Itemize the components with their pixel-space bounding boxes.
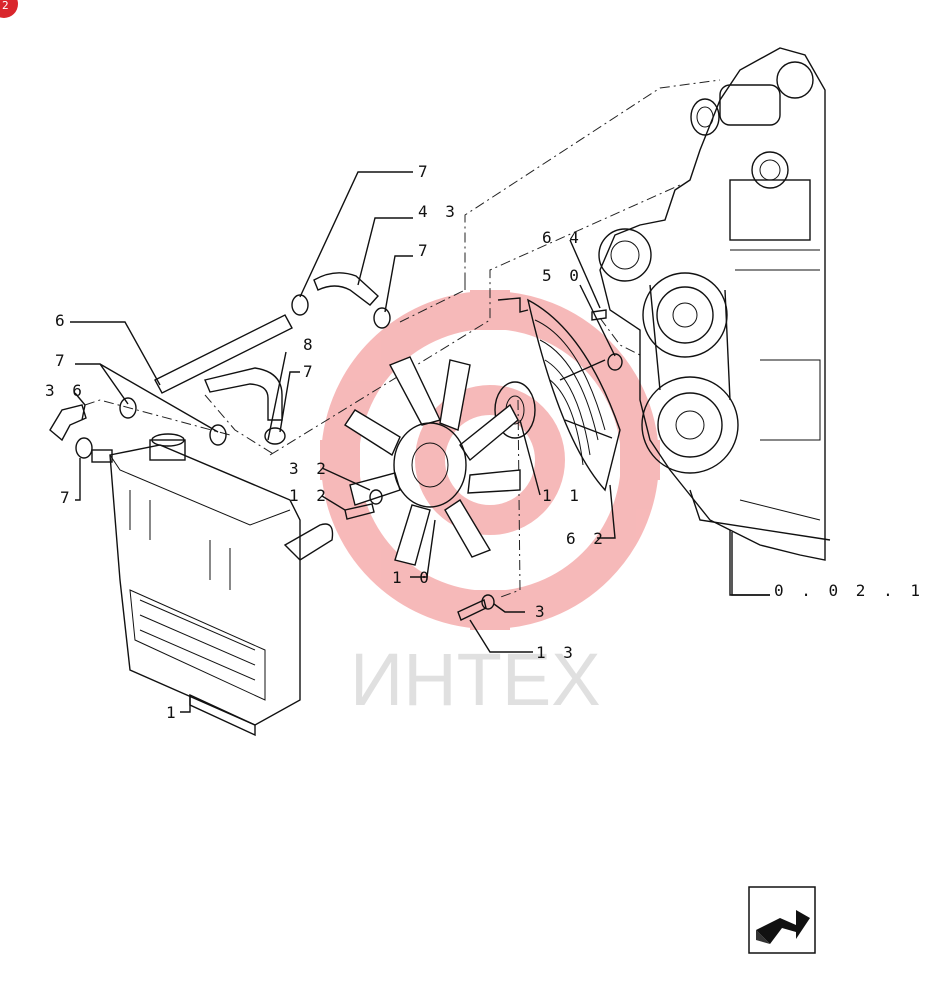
callout-7-left: 7 xyxy=(55,351,69,370)
return-button[interactable] xyxy=(748,886,816,954)
callout-0021: 0 . 0 2 . 1 xyxy=(774,581,924,600)
callout-7-clamp: 7 xyxy=(418,241,432,260)
callout-50: 5 0 xyxy=(542,266,583,285)
callout-62: 6 2 xyxy=(566,529,607,548)
page-badge: 2 xyxy=(0,0,18,18)
callout-7-bottom: 7 xyxy=(60,488,74,507)
watermark: ИНТЕХ xyxy=(320,290,660,721)
callout-11: 1 1 xyxy=(542,486,583,505)
callout-10: 1 0 xyxy=(392,568,433,587)
return-arrow-icon xyxy=(756,910,810,944)
leader-lines xyxy=(70,171,770,713)
engine-assembly xyxy=(598,47,831,596)
callout-36: 3 6 xyxy=(45,381,86,400)
callout-3: 3 xyxy=(535,602,549,621)
callout-32: 3 2 xyxy=(289,459,330,478)
watermark-text: ИНТЕХ xyxy=(350,638,601,721)
callouts: 7 4 3 7 6 4 5 0 6 7 3 6 7 8 7 3 2 1 2 1 … xyxy=(45,162,924,722)
callout-8: 8 xyxy=(303,335,317,354)
callout-7-top: 7 xyxy=(418,162,432,181)
hardware xyxy=(344,309,623,621)
callout-12: 1 2 xyxy=(289,486,330,505)
callout-43: 4 3 xyxy=(418,202,459,221)
hoses xyxy=(49,272,391,459)
assembly-lines xyxy=(84,79,721,599)
callout-7-hose: 7 xyxy=(303,362,317,381)
radiator xyxy=(91,433,334,737)
fan-shroud xyxy=(497,297,621,492)
cooling-fan xyxy=(344,356,521,566)
page-badge-number: 2 xyxy=(2,0,9,12)
watermark-gear-icon xyxy=(320,290,660,630)
callout-1: 1 xyxy=(166,703,180,722)
callout-64: 6 4 xyxy=(542,228,583,247)
callout-13: 1 3 xyxy=(536,643,577,662)
callout-6: 6 xyxy=(55,311,69,330)
